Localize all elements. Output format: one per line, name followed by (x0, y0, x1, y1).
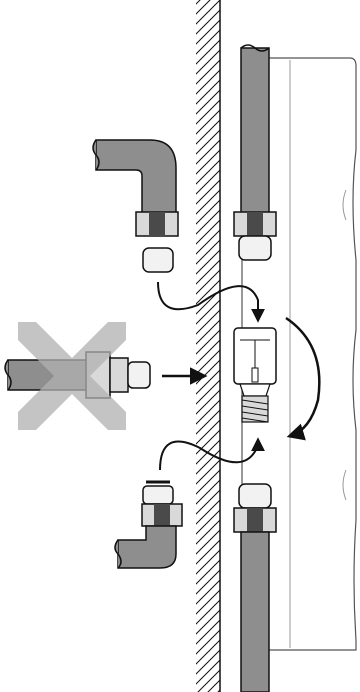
filter-element (233, 327, 277, 423)
filter-thread (241, 395, 269, 423)
top-pipe (233, 44, 277, 261)
wall (196, 0, 221, 692)
elbow-fitting-top (92, 139, 179, 273)
bottom-pipe (233, 483, 277, 692)
elbow-fitting-bottom (114, 480, 183, 569)
curved-arrow-icon (285, 316, 321, 441)
bottom-pipe-olive (238, 483, 272, 509)
top-pipe-olive (238, 235, 272, 261)
elbow-bottom-olive (142, 485, 174, 505)
connection-curves (157, 281, 265, 471)
cross-icon (18, 322, 126, 430)
wall-hatching (196, 0, 220, 692)
wrong-fitting (4, 322, 151, 430)
elbow-top-olive (142, 247, 174, 273)
